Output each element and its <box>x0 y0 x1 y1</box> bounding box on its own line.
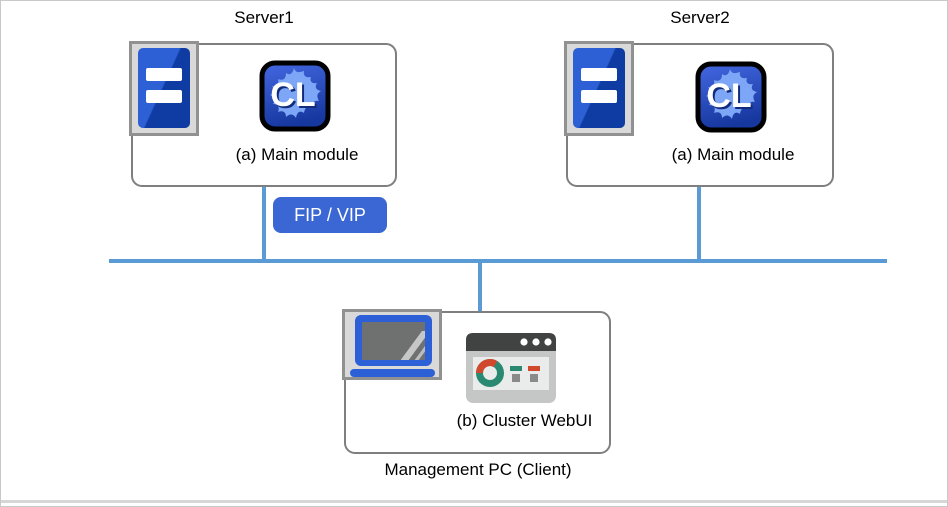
cluster-blob-glyph <box>706 69 757 119</box>
window-bottom-edge <box>1 500 947 503</box>
server1-module-label: (a) Main module <box>235 145 359 164</box>
network-line-horizontal <box>109 259 887 263</box>
management-pc-caption: Management PC (Client) <box>384 460 572 479</box>
server2-network-drop-line <box>697 187 701 263</box>
server-tower-icon <box>129 41 199 136</box>
server1-title: Server1 <box>234 8 294 27</box>
cluster-blob-glyph <box>270 68 321 118</box>
management-pc-network-drop-line <box>478 259 482 313</box>
cl-letters-shadow: CL <box>708 79 753 117</box>
server2-title: Server2 <box>670 8 730 27</box>
cl-letters: CL <box>270 76 315 114</box>
laptop-icon <box>342 309 442 380</box>
cl-letters-shadow: CL <box>272 78 317 116</box>
server-tower-icon <box>564 41 634 136</box>
browser-titlebar-glyph <box>466 333 556 351</box>
server2-node: CL CL (a) Main module <box>564 41 834 187</box>
cluster-app-icon: CL CL <box>695 61 767 133</box>
server2-module-label: (a) Main module <box>671 145 795 164</box>
management-pc-node: (b) Cluster WebUI <box>342 309 611 454</box>
cluster-webui-label: (b) Cluster WebUI <box>456 411 593 430</box>
cl-letters: CL <box>706 77 751 115</box>
server1-node: CL CL (a) Main module <box>129 41 397 187</box>
cluster-app-icon: CL CL <box>259 60 331 132</box>
webui-dashboard-icon <box>466 333 556 403</box>
server1-network-drop-line <box>262 187 266 263</box>
fip-vip-badge: FIP / VIP <box>273 197 387 233</box>
